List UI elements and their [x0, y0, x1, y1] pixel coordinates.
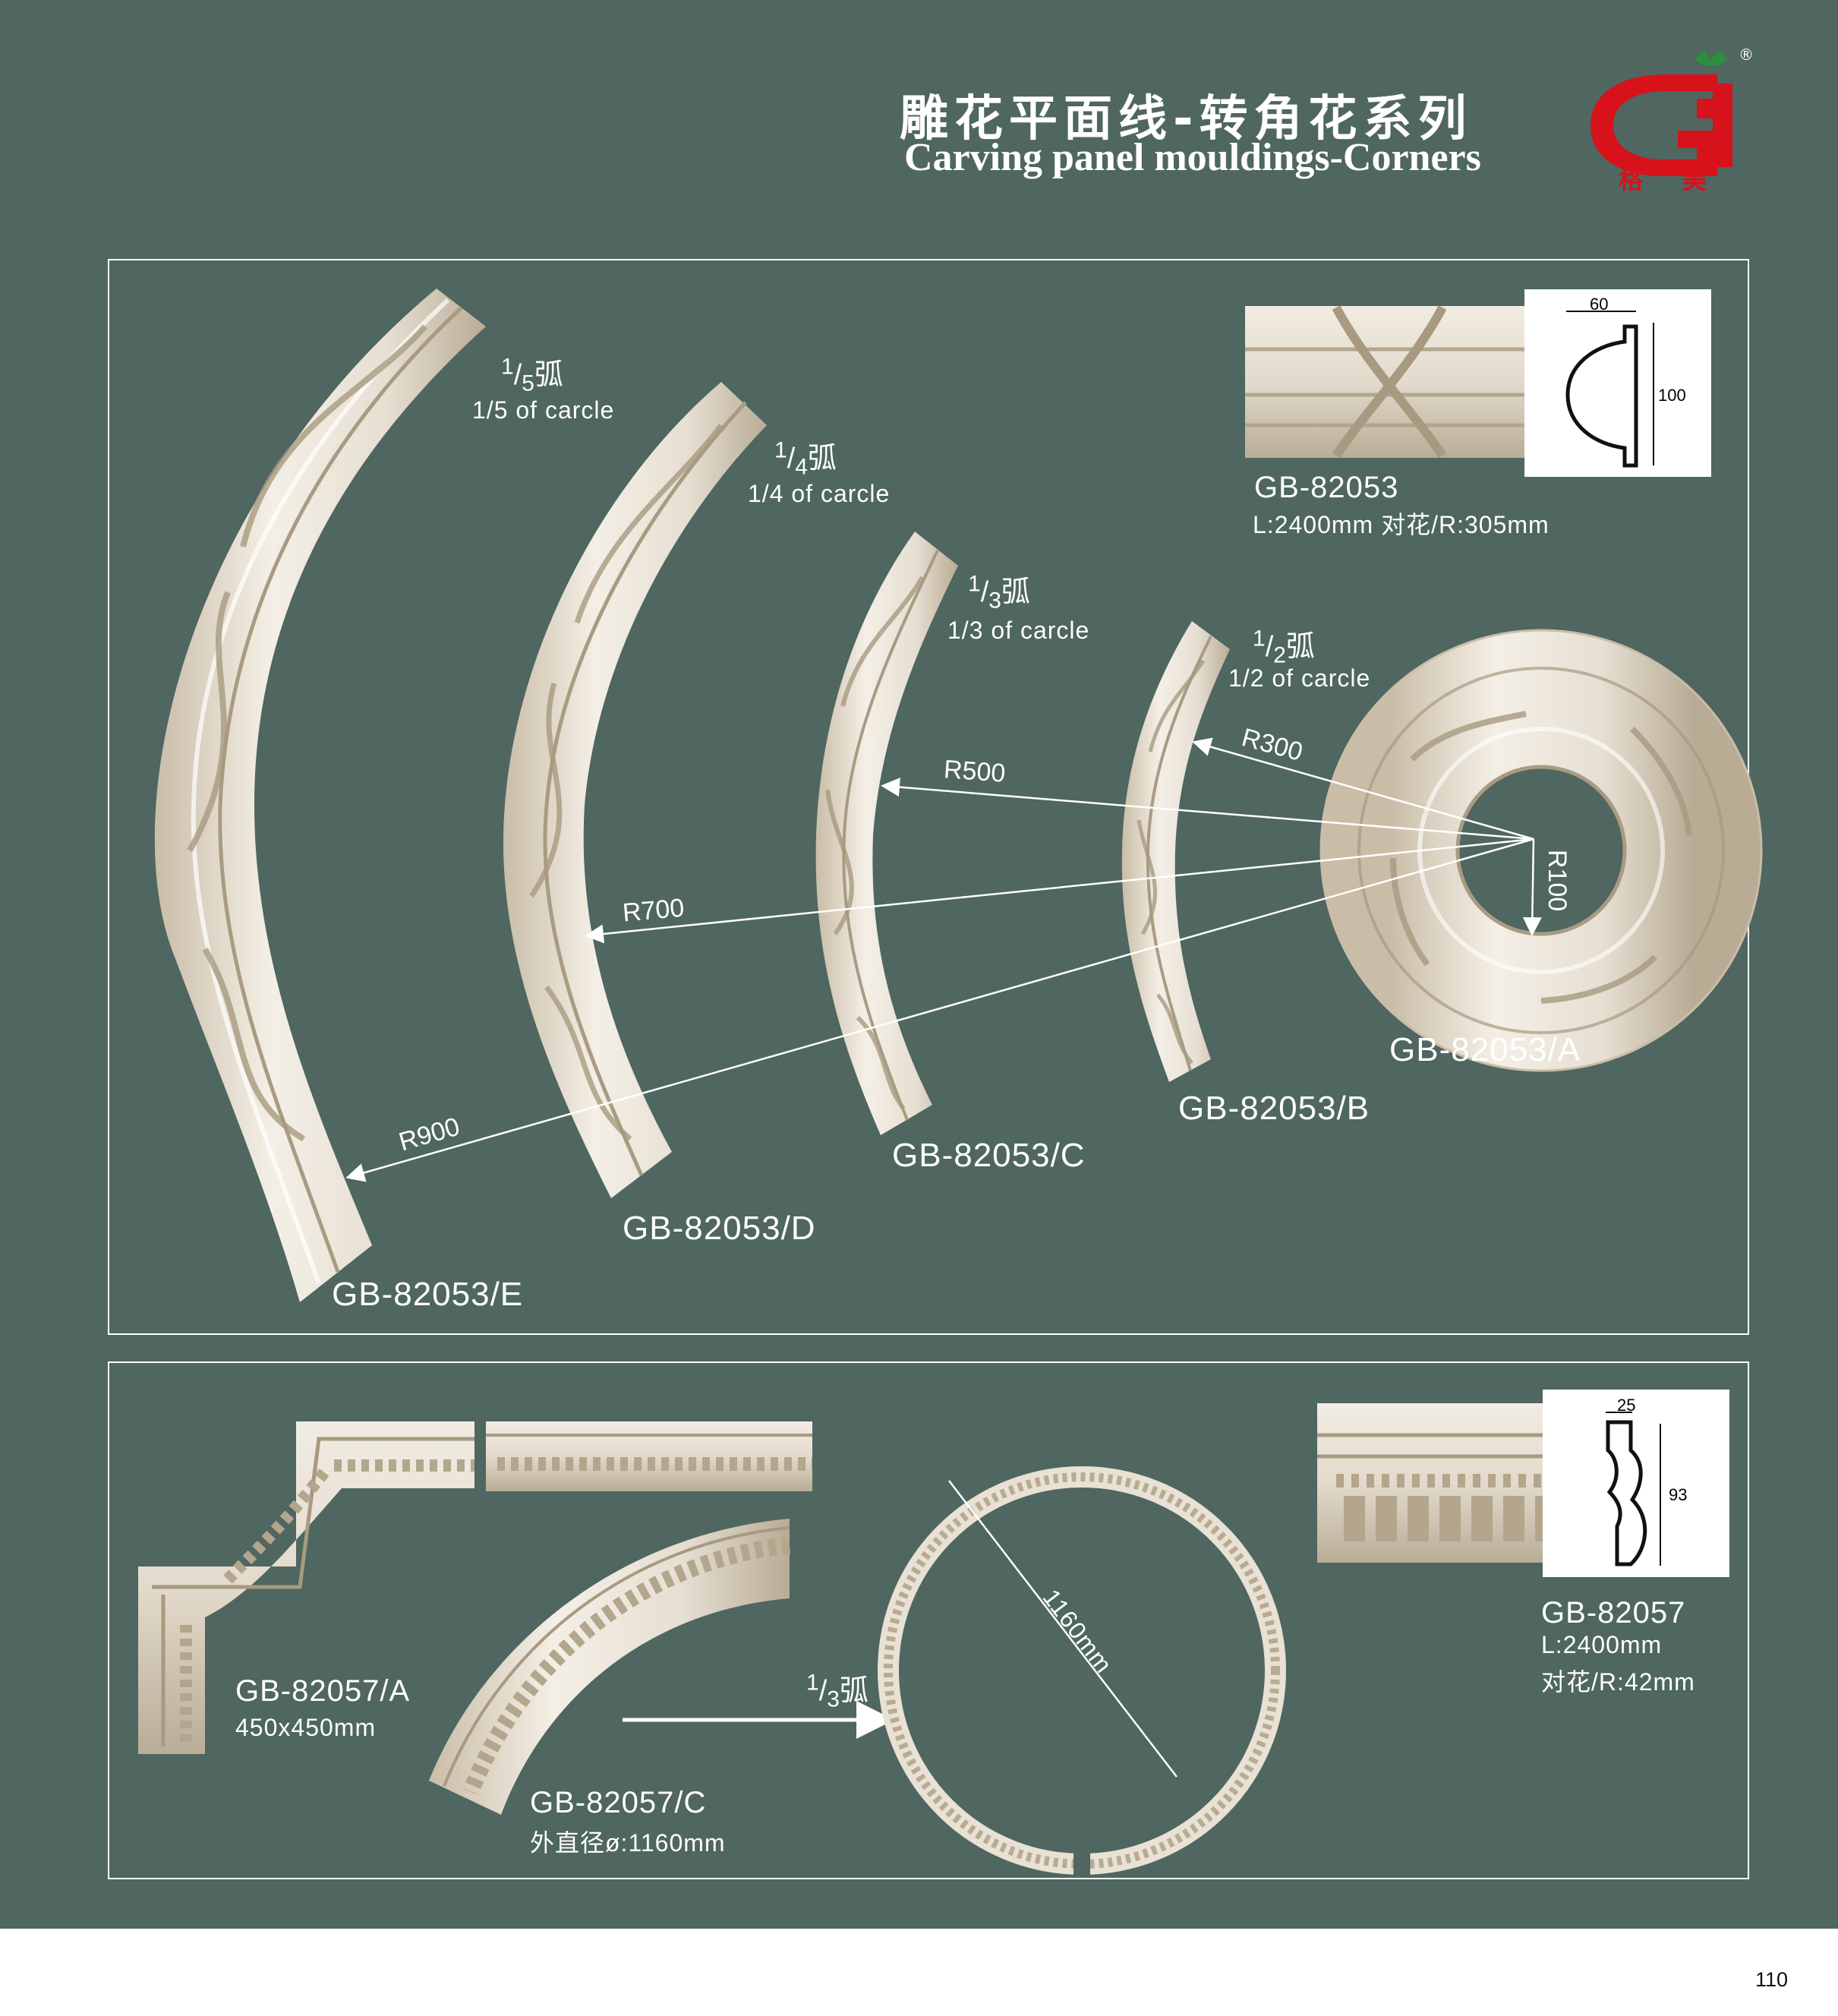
- arc-e-fraction: 1/5弧: [501, 354, 563, 396]
- repeat-gb-82057: 对花/R:42mm: [1541, 1668, 1695, 1696]
- radius-label-c: R500: [942, 755, 1007, 788]
- code-gb-82053e: GB-82053/E: [332, 1276, 524, 1313]
- arc-b-fraction: 1/2弧: [1253, 626, 1315, 668]
- radius-label-a: R100: [1543, 849, 1572, 912]
- page-footer: [0, 1929, 1838, 2016]
- registered-mark: ®: [1739, 46, 1754, 64]
- arc-82057c-fraction: 1/3弧: [806, 1670, 869, 1712]
- code-gb-82053a: GB-82053/A: [1389, 1031, 1581, 1068]
- code-gb-82053d: GB-82053/D: [623, 1210, 816, 1247]
- profile-82057-width: 25: [1617, 1396, 1636, 1415]
- logo-text: 格美: [1619, 166, 1746, 194]
- arc-c-fraction: 1/3弧: [968, 571, 1030, 614]
- code-gb-82053: GB-82053: [1254, 471, 1399, 504]
- profile-82057-height: 93: [1669, 1485, 1688, 1504]
- moulding-corner-82057a: [138, 1421, 474, 1754]
- length-gb-82057: L:2400mm: [1541, 1631, 1663, 1658]
- code-gb-82053b: GB-82053/B: [1178, 1090, 1370, 1127]
- diameter-gb-82057c: 外直径ø:1160mm: [530, 1829, 726, 1857]
- profile-diagram-82057: [1543, 1390, 1729, 1577]
- radius-lines: [345, 737, 1542, 1182]
- moulding-arc-c: [815, 532, 958, 1135]
- arc-b-fraction-en: 1/2 of carcle: [1228, 664, 1371, 692]
- moulding-straight-82057: [486, 1421, 812, 1491]
- brand-logo: [1591, 50, 1732, 176]
- code-gb-82057a: GB-82057/A: [235, 1674, 411, 1708]
- title-chinese: 雕花平面线-转角花系列: [900, 91, 1473, 147]
- code-gb-82057c: GB-82057/C: [530, 1786, 707, 1819]
- arc-d-fraction: 1/4弧: [774, 437, 837, 480]
- profile-diagram-82053: [1524, 289, 1711, 477]
- profile-82053-height: 100: [1658, 386, 1686, 405]
- code-gb-82057: GB-82057: [1541, 1596, 1686, 1630]
- moulding-circle: [878, 1466, 1286, 1876]
- moulding-sample-82057: [1317, 1403, 1545, 1563]
- profile-82053-width: 60: [1590, 295, 1609, 314]
- code-gb-82053c: GB-82053/C: [892, 1137, 1086, 1174]
- arc-d-fraction-en: 1/4 of carcle: [748, 480, 891, 507]
- moulding-arc-d: [503, 382, 767, 1198]
- moulding-sample-82053: [1245, 305, 1526, 459]
- title-english: Carving panel mouldings-Corners: [904, 136, 1481, 179]
- panel-bottom-border: [108, 1361, 1749, 1879]
- moulding-ring-a: [1319, 629, 1763, 1072]
- arc-e-fraction-en: 1/5 of carcle: [472, 396, 615, 424]
- radius-label-d: R700: [621, 893, 686, 928]
- page-number: 110: [1754, 1968, 1788, 1991]
- size-gb-82057a: 450x450mm: [235, 1714, 377, 1741]
- moulding-arc-b: [1121, 621, 1230, 1082]
- moulding-arc-e: [154, 289, 486, 1302]
- arc-c-fraction-en: 1/3 of carcle: [947, 617, 1090, 644]
- spec-gb-82053: L:2400mm 对花/R:305mm: [1253, 511, 1550, 538]
- moulding-arc-82057c: [429, 1519, 791, 1815]
